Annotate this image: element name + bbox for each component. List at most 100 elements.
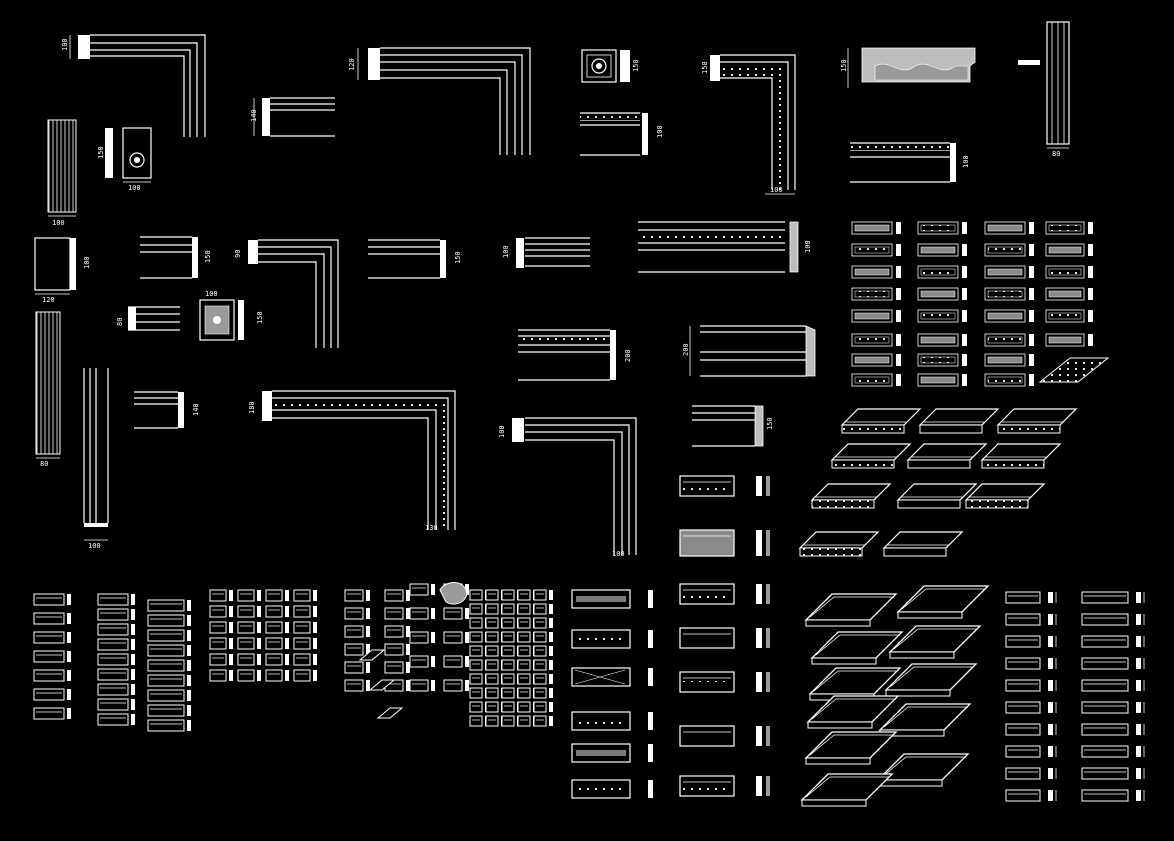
small-profile — [384, 643, 410, 656]
corner-molding-12: 90 — [234, 239, 339, 348]
dimension-label: 150 — [454, 251, 462, 264]
mini-profile — [917, 373, 967, 387]
mini-profile — [851, 221, 901, 235]
iso-molding — [896, 483, 978, 509]
capital-ornament — [439, 582, 468, 605]
small-profile — [97, 623, 135, 636]
section-profile — [679, 725, 770, 747]
small-profile — [443, 655, 469, 668]
small-profile — [209, 653, 233, 666]
dimension-label: 200 — [624, 349, 632, 362]
small-profile — [237, 589, 261, 602]
small-profile — [147, 659, 191, 672]
section-profile — [571, 779, 653, 799]
mini-profile — [1045, 265, 1093, 279]
side-profile — [1005, 745, 1057, 758]
dimension-label: 80 — [40, 460, 48, 468]
corner-molding-1: 100 — [61, 34, 206, 137]
mini-profile — [851, 243, 901, 257]
crown-strip-19: 200 — [682, 325, 816, 377]
mini-profile — [917, 243, 967, 257]
bottom-profiles-29 — [33, 582, 553, 732]
mini-profile — [984, 333, 1034, 347]
small-profile — [33, 612, 71, 625]
small-profile — [409, 679, 435, 692]
iso-molding — [896, 585, 990, 619]
small-profile — [293, 653, 317, 666]
small-profile — [209, 589, 233, 602]
bottom-isometric-30 — [800, 585, 990, 807]
small-profile — [237, 605, 261, 618]
small-profile — [443, 679, 469, 692]
small-profile — [147, 689, 191, 702]
section-profiles-28 — [571, 475, 770, 799]
small-profile — [33, 688, 71, 701]
small-profile — [209, 669, 233, 682]
side-profile — [1081, 723, 1145, 736]
small-profile — [409, 607, 435, 620]
mini-profile — [1045, 309, 1093, 323]
small-profile — [533, 673, 553, 685]
section-profile — [571, 589, 653, 609]
mini-profile — [984, 287, 1034, 301]
small-profile — [384, 661, 410, 674]
mini-profile — [851, 333, 901, 347]
iso-small — [368, 679, 396, 691]
iso-molding — [964, 483, 1046, 509]
profile-grid-26 — [851, 221, 1110, 387]
small-profile — [533, 659, 553, 671]
small-profile — [265, 669, 289, 682]
dimension-label: 140 — [192, 403, 200, 416]
dimension-label: 150 — [701, 61, 709, 74]
section-profile — [571, 667, 653, 687]
mini-profile — [917, 353, 967, 367]
small-profile — [533, 603, 553, 615]
iso-molding — [882, 531, 964, 557]
side-profile — [1005, 591, 1057, 604]
dimension-label: 100 — [88, 542, 101, 550]
mini-profile — [1045, 287, 1093, 301]
crown-molding-6: 150 100 — [840, 47, 976, 183]
small-profile — [533, 715, 553, 727]
small-profile — [344, 607, 370, 620]
iso-molding — [884, 663, 978, 697]
small-profile — [147, 599, 191, 612]
fluted-pilaster-20: 80 — [35, 311, 61, 468]
iso-molding — [888, 625, 982, 659]
side-profile — [1005, 613, 1057, 626]
profile-strip-22: 140 — [134, 391, 200, 429]
small-profile — [384, 589, 410, 602]
side-profile — [1081, 613, 1145, 626]
pilaster-7: 80 — [1018, 21, 1070, 158]
mini-profile — [851, 373, 901, 387]
small-profile — [209, 637, 233, 650]
profile-strip-2: 140 — [250, 97, 335, 137]
mini-profile — [984, 221, 1034, 235]
side-profile — [1005, 723, 1057, 736]
side-profile — [1005, 679, 1057, 692]
dimension-label: 120 — [348, 58, 356, 71]
small-profile — [533, 589, 553, 601]
iso-molding — [804, 593, 898, 627]
iso-molding — [878, 703, 972, 737]
small-profile — [409, 583, 435, 596]
section-profile — [679, 671, 770, 693]
mini-profile — [1045, 221, 1093, 235]
iso-molding — [840, 408, 922, 434]
section-profile — [679, 475, 770, 497]
mini-profile — [917, 287, 967, 301]
small-profile — [147, 629, 191, 642]
dimension-label: 100 — [656, 125, 664, 138]
small-profile — [147, 719, 191, 732]
small-profile — [293, 621, 317, 634]
small-profile — [533, 631, 553, 643]
section-profile — [679, 627, 770, 649]
small-profile — [147, 674, 191, 687]
small-profile — [97, 698, 135, 711]
mini-profile — [984, 265, 1034, 279]
small-profile — [147, 704, 191, 717]
side-profile — [1005, 767, 1057, 780]
long-strip-15: 100 — [638, 221, 812, 273]
profile-strip-25: 150 — [692, 405, 774, 447]
dimension-label: 130 — [425, 524, 438, 532]
